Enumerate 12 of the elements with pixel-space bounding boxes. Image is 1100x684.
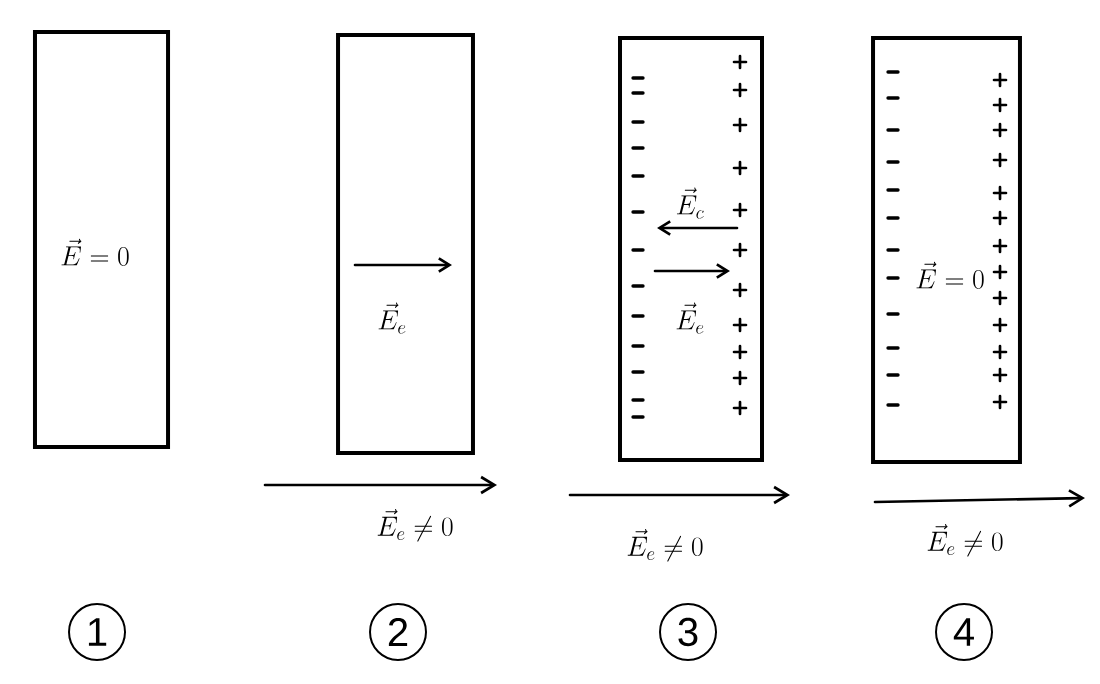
field-label: $\vec{E}_e\neq 0$ (927, 523, 1003, 557)
step-number: 4 (935, 603, 993, 661)
step-number: 3 (659, 603, 717, 661)
field-label: $\vec{E}_e$ (378, 302, 406, 334)
field-label: $\vec{E}_c$ (676, 187, 704, 219)
field-label: $\vec{E}=0$ (61, 238, 129, 266)
field-label: $\vec{E}_e\neq 0$ (627, 528, 703, 562)
field-label: $\vec{E}_e$ (676, 302, 704, 334)
field-label: $\vec{E}=0$ (916, 261, 984, 289)
field-label: $\vec{E}_e\neq 0$ (377, 508, 453, 542)
step-number: 1 (68, 603, 126, 661)
step-number: 2 (369, 603, 427, 661)
